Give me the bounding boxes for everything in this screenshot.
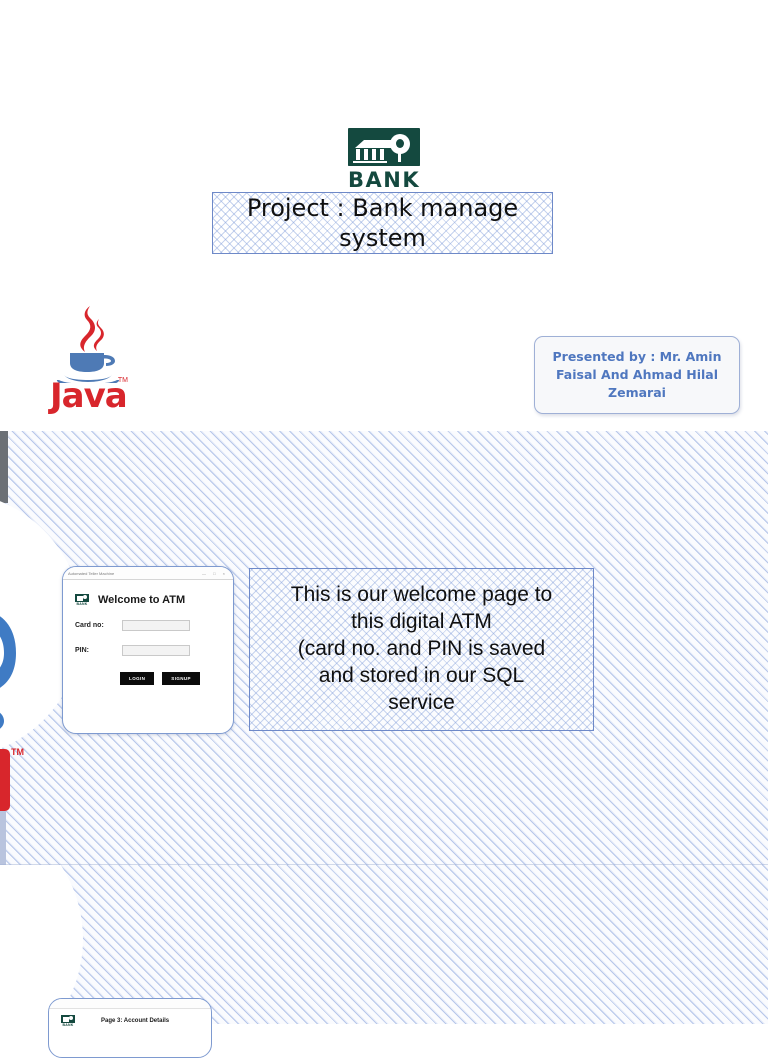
slide-separator bbox=[0, 864, 768, 865]
atm-bank-wordmark: BANK bbox=[76, 602, 88, 606]
presented-by-box: Presented by : Mr. Amin Faisal And Ahmad… bbox=[534, 336, 740, 414]
java-cup-icon bbox=[56, 353, 120, 383]
welcome-caption-text: This is our welcome page to this digital… bbox=[290, 583, 553, 714]
atm-window-titlebar: Automated Teller Machine — □ × bbox=[63, 567, 233, 580]
title-slide: BANK Project : Bank manage system Java T… bbox=[0, 0, 768, 431]
atm-heading: Welcome to ATM bbox=[98, 594, 186, 606]
bank-emblem-icon-small bbox=[75, 594, 89, 602]
atm-pin-label: PIN: bbox=[75, 647, 89, 654]
java-wordmark: Java bbox=[50, 376, 128, 416]
java-trademark-icon: TM bbox=[117, 377, 128, 384]
java-logo: Java TM bbox=[50, 305, 128, 416]
welcome-caption-box: This is our welcome page to this digital… bbox=[249, 568, 594, 731]
decorative-java-logo bbox=[0, 616, 16, 729]
page3-heading: Page 3: Account Details bbox=[101, 1018, 170, 1024]
atm-card-number-input[interactable] bbox=[122, 620, 190, 631]
page3-window-titlebar bbox=[49, 999, 211, 1009]
slide-edge-bar-lower bbox=[0, 811, 6, 865]
atm-window-screenshot[interactable]: Automated Teller Machine — □ × BANK Welc… bbox=[62, 566, 234, 734]
bank-emblem-icon bbox=[348, 128, 421, 166]
atm-window-title: Automated Teller Machine bbox=[68, 570, 115, 576]
window-controls-icon[interactable]: — □ × bbox=[202, 570, 228, 576]
presented-by-text: Presented by : Mr. Amin Faisal And Ahmad… bbox=[552, 348, 722, 401]
atm-bank-logo: BANK bbox=[75, 594, 89, 606]
page3-bank-logo: BANK bbox=[61, 1015, 75, 1027]
atm-button-group: LOGIN SIGNUP bbox=[99, 672, 221, 685]
decorative-trademark-icon: TM bbox=[11, 747, 24, 757]
bank-emblem-icon-small-2 bbox=[61, 1015, 75, 1023]
decorative-circle-lower bbox=[0, 865, 83, 1024]
page3-window-screenshot[interactable]: BANK Page 3: Account Details bbox=[48, 998, 212, 1058]
decorative-java-wordmark bbox=[0, 749, 10, 811]
atm-header: BANK Welcome to ATM bbox=[75, 594, 221, 606]
continuation-slide bbox=[0, 865, 768, 1024]
page-title: Project : Bank manage system bbox=[246, 194, 519, 252]
page3-header: BANK Page 3: Account Details bbox=[49, 1009, 211, 1027]
atm-pin-input[interactable] bbox=[122, 645, 190, 656]
atm-signup-button[interactable]: SIGNUP bbox=[162, 672, 200, 685]
atm-window-body: BANK Welcome to ATM Card no: PIN: LOGIN … bbox=[63, 580, 233, 733]
presentation-title-box: Project : Bank manage system bbox=[212, 192, 553, 254]
bank-logo: BANK bbox=[348, 128, 421, 192]
atm-pin-row: PIN: bbox=[75, 645, 221, 656]
atm-card-number-row: Card no: bbox=[75, 620, 221, 631]
atm-login-button[interactable]: LOGIN bbox=[120, 672, 155, 685]
bank-wordmark: BANK bbox=[348, 168, 421, 192]
atm-card-number-label: Card no: bbox=[75, 622, 104, 629]
java-steam-icon bbox=[80, 306, 104, 352]
slide-edge-bar bbox=[0, 431, 8, 503]
